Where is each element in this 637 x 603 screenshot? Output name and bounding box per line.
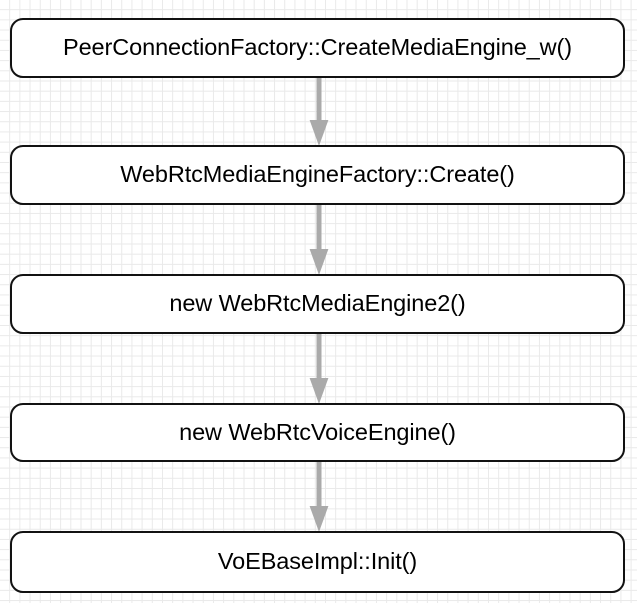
flowchart-node-peerconnectionfactory-createmediaengine[interactable]: PeerConnectionFactory::CreateMediaEngine…	[10, 18, 625, 78]
flowchart-edge-arrow-down	[309, 460, 329, 532]
node-label: new WebRtcVoiceEngine()	[179, 418, 456, 445]
node-label: VoEBaseImpl::Init()	[217, 548, 418, 575]
node-label: new WebRtcMediaEngine2()	[169, 290, 466, 317]
flowchart-node-voebaseimpl-init[interactable]: VoEBaseImpl::Init()	[10, 531, 625, 593]
flowchart-edge-arrow-down	[309, 76, 329, 146]
flowchart-node-new-webrtcmediaengine2[interactable]: new WebRtcMediaEngine2()	[10, 274, 625, 334]
node-label: PeerConnectionFactory::CreateMediaEngine…	[63, 34, 572, 61]
flowchart-edge-arrow-down	[309, 203, 329, 275]
flowchart-edge-arrow-down	[309, 332, 329, 404]
node-label: WebRtcMediaEngineFactory::Create()	[120, 161, 515, 188]
flowchart-node-new-webrtcvoiceengine[interactable]: new WebRtcVoiceEngine()	[10, 403, 625, 462]
flowchart-node-webrtcmediaenginefactory-create[interactable]: WebRtcMediaEngineFactory::Create()	[10, 145, 625, 205]
